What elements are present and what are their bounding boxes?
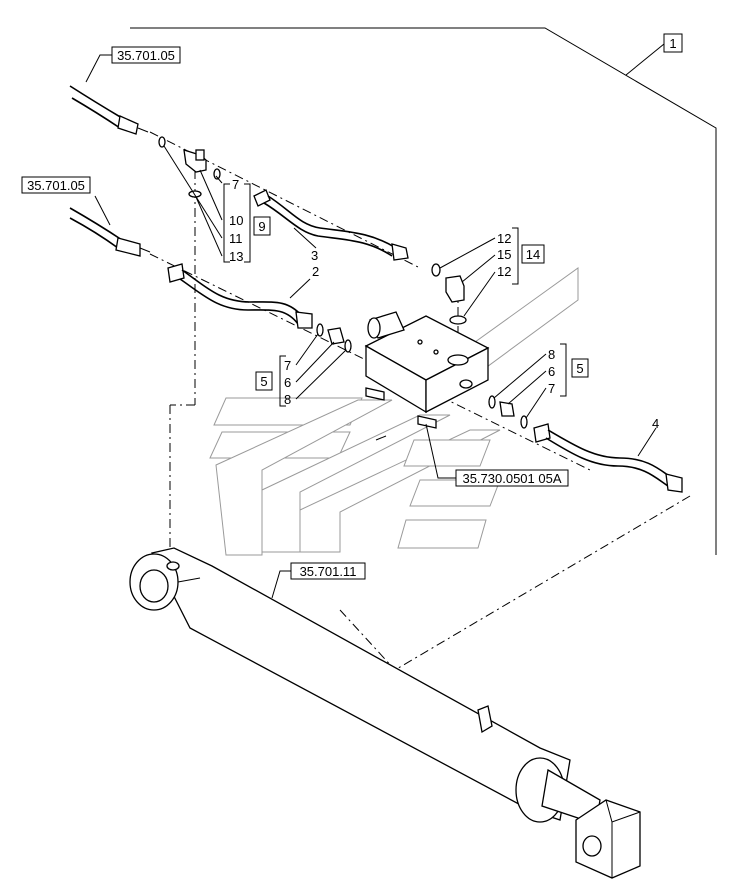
valve-fittings-right (488, 395, 528, 429)
item-7c-label: 7 (548, 381, 555, 396)
item-3-leader (293, 227, 317, 249)
tee-fitting (158, 136, 221, 198)
callout-14-label: 14 (526, 247, 540, 262)
ref-top-label: 35.701.05 (117, 48, 175, 63)
callout-group-5-right: 8 6 7 5 (493, 343, 589, 419)
ref-box-cylinder[interactable]: 35.701.11 (290, 562, 366, 580)
control-valve-block (364, 311, 490, 441)
ref-top-leader (85, 54, 112, 83)
hose-top (69, 85, 149, 135)
valve-fittings-left (316, 323, 352, 353)
elbow-fitting (431, 263, 467, 325)
tube-4 (533, 423, 683, 493)
item-12b-label: 12 (497, 264, 511, 279)
callout-9-label: 9 (258, 219, 265, 234)
item-2-label: 2 (312, 264, 319, 279)
watermark-logo (209, 267, 579, 556)
item-15-label: 15 (497, 247, 511, 262)
assembly-frame-line (130, 27, 717, 555)
callout-1-label: 1 (669, 36, 676, 51)
tube-2 (167, 263, 313, 329)
ref-cyl-label: 35.701.11 (300, 564, 357, 579)
item-4-leader (637, 427, 657, 457)
ref-valve-leader (425, 423, 456, 479)
item-7-label: 7 (232, 177, 239, 192)
item-8b-label: 8 (548, 347, 555, 362)
item-8a-label: 8 (284, 392, 291, 407)
ref-mid-leader (94, 195, 111, 226)
item-12a-label: 12 (497, 231, 511, 246)
callout-1-leader (625, 43, 665, 76)
item-3-label: 3 (311, 248, 318, 263)
tube-3 (253, 189, 409, 261)
hydraulic-cylinder (129, 547, 641, 879)
item-13-label: 13 (229, 249, 243, 264)
item-11-label: 11 (229, 231, 243, 246)
ref-cyl-leader (271, 570, 291, 599)
item-2-leader (289, 278, 311, 299)
item-10-label: 10 (229, 213, 243, 228)
callout-5-right-label: 5 (576, 361, 583, 376)
callout-5-left-label: 5 (260, 374, 267, 389)
callout-1: 1 (663, 33, 683, 53)
ref-mid-label: 35.701.05 (27, 178, 85, 193)
item-4-label: 4 (652, 416, 659, 431)
ref-box-valve[interactable]: 35.730.0501 05A (455, 469, 569, 487)
callout-group-9: 7 10 11 13 9 (163, 145, 271, 264)
ref-box-top[interactable]: 35.701.05 (111, 46, 181, 64)
center-lines (149, 131, 691, 671)
callout-group-14: 12 15 12 14 (439, 227, 545, 317)
callout-group-5-left: 7 6 8 5 (255, 333, 347, 407)
item-6a-label: 6 (284, 375, 291, 390)
item-7b-label: 7 (284, 358, 291, 373)
item-6b-label: 6 (548, 364, 555, 379)
ref-box-middle[interactable]: 35.701.05 (21, 176, 91, 194)
hose-middle (69, 207, 151, 257)
ref-valve-label: 35.730.0501 05A (462, 471, 561, 486)
